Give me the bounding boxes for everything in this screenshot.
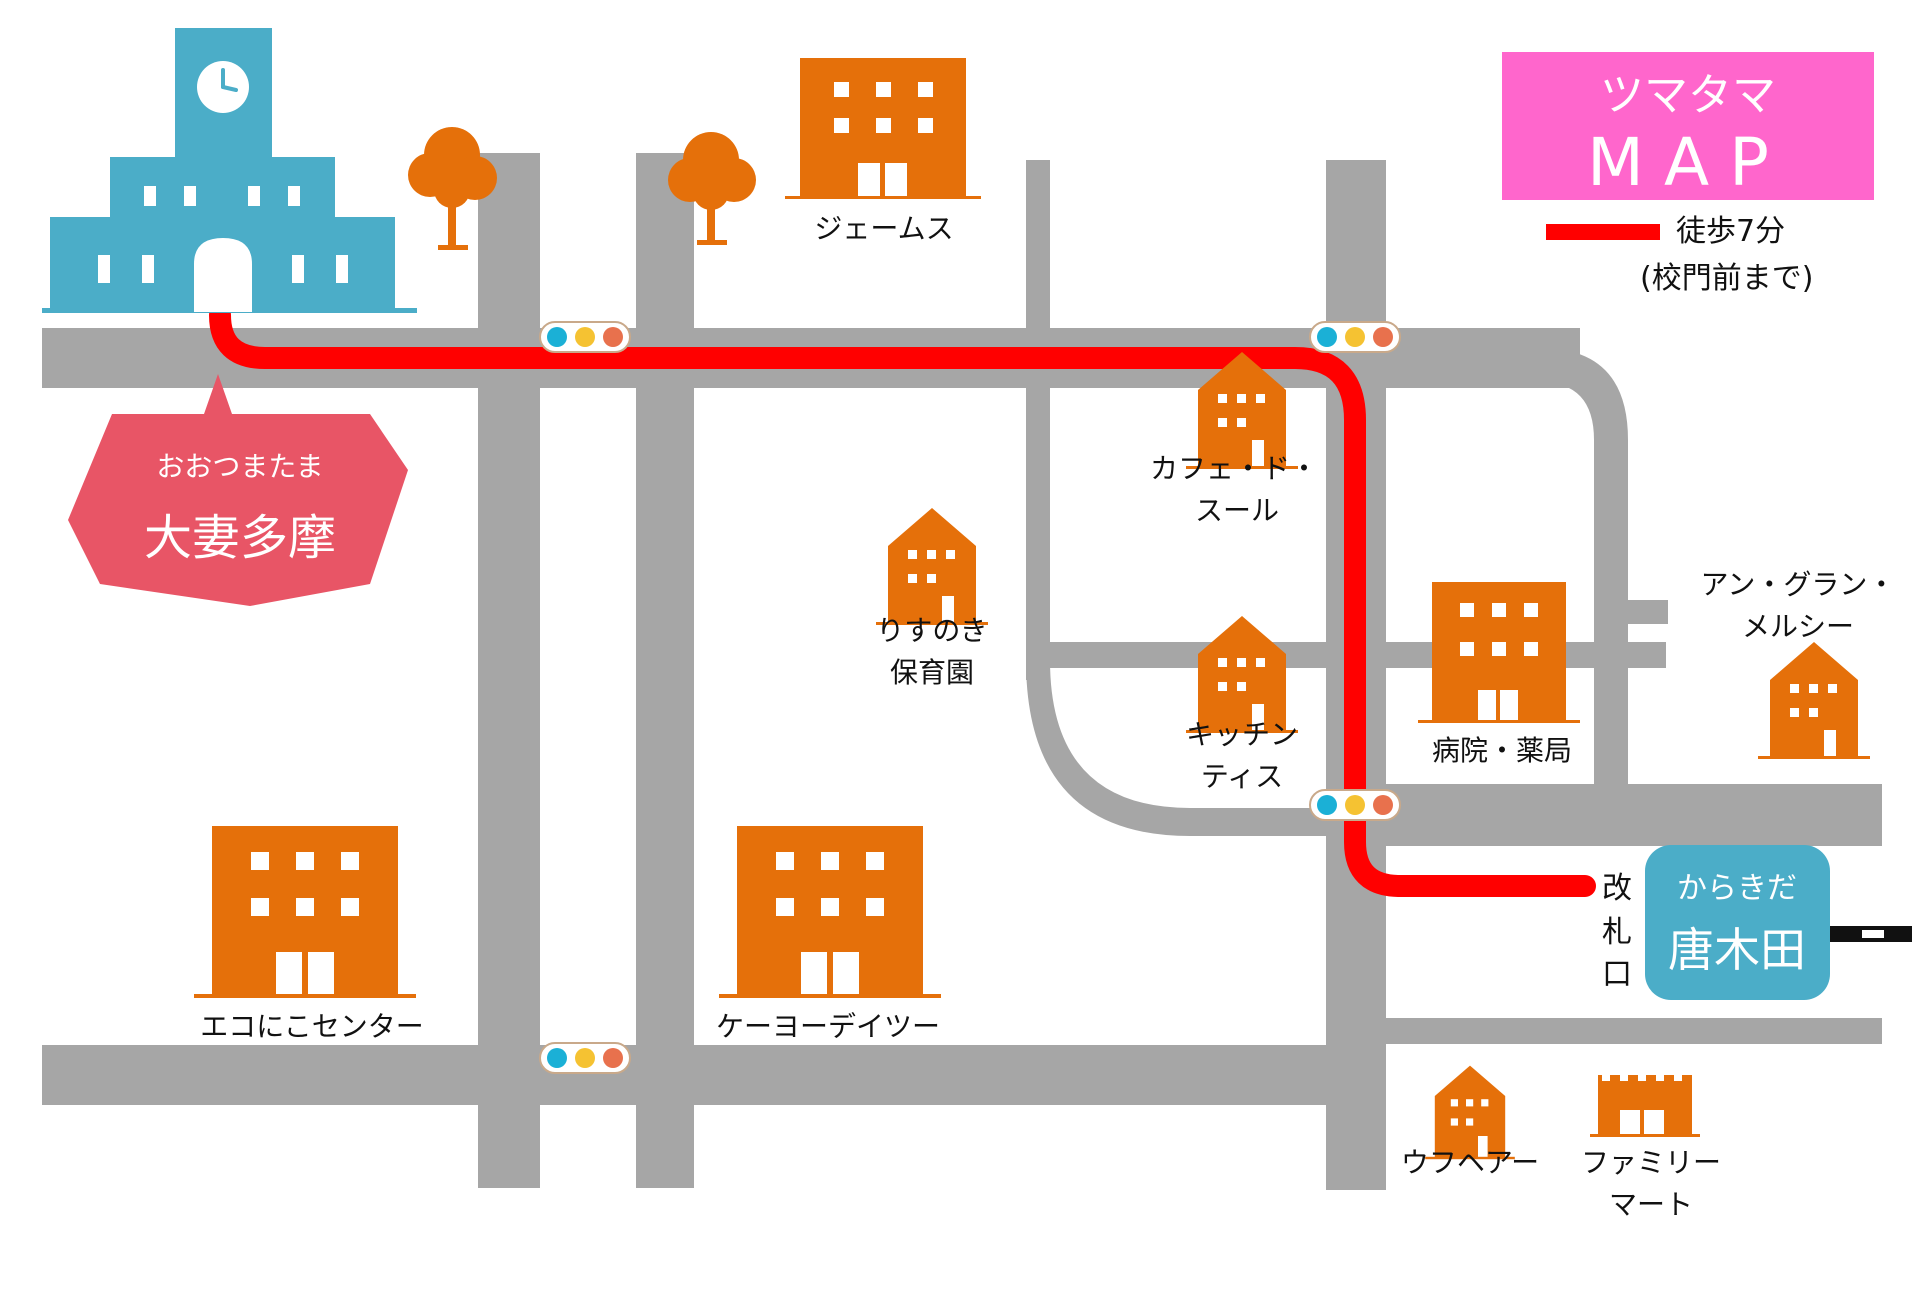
station-reading: からきだ bbox=[1677, 871, 1797, 906]
gate-char-2: 札 bbox=[1602, 915, 1632, 950]
road-stub bbox=[1628, 600, 1668, 624]
label-cafe-1: カフェ・ド・ bbox=[1150, 452, 1318, 485]
label-risunoki-2: 保育園 bbox=[890, 656, 974, 689]
label-risunoki-1: りすのき bbox=[876, 614, 987, 647]
label-eco: エコにこセンター bbox=[200, 1010, 423, 1043]
ticket-gate-label: 改 札 口 bbox=[1602, 871, 1632, 992]
label-angran-1: アン・グラン・ bbox=[1701, 568, 1896, 601]
label-ufu: ウフヘアー bbox=[1401, 1146, 1539, 1179]
route-legend-swatch bbox=[1546, 224, 1660, 240]
building-icon bbox=[1418, 582, 1580, 723]
label-family-2: マート bbox=[1609, 1188, 1693, 1221]
gate-char-3: 口 bbox=[1602, 957, 1632, 992]
traffic-light-icon bbox=[539, 1042, 631, 1074]
map-title-line1: ツマタマ bbox=[1600, 70, 1776, 121]
label-hospital: 病院・薬局 bbox=[1432, 734, 1572, 767]
road-curve-sw bbox=[1026, 660, 1326, 836]
road-v3 bbox=[1026, 160, 1050, 680]
road-station bbox=[1386, 784, 1882, 846]
school-label-bubble: おおつまたま 大妻多摩 bbox=[68, 374, 408, 606]
railway-icon bbox=[1830, 926, 1912, 942]
road-v2 bbox=[636, 153, 694, 1188]
school-reading: おおつまたま bbox=[156, 450, 323, 483]
school-name: 大妻多摩 bbox=[144, 510, 336, 566]
label-angran-2: メルシー bbox=[1742, 610, 1854, 643]
building-icon bbox=[719, 826, 941, 998]
station-sign: からきだ 唐木田 bbox=[1645, 845, 1830, 1000]
legend-time: 徒歩7分 bbox=[1676, 214, 1785, 249]
road-v1 bbox=[478, 153, 540, 1188]
tree-icon bbox=[668, 132, 756, 245]
house-icon bbox=[876, 508, 988, 625]
building-icon bbox=[194, 826, 416, 998]
tree-icon bbox=[408, 127, 497, 250]
road-south bbox=[1386, 1018, 1882, 1044]
road-curve-east bbox=[1440, 348, 1628, 790]
label-family-1: ファミリー bbox=[1581, 1146, 1721, 1179]
building-icon bbox=[1590, 1075, 1700, 1137]
route-legend: 徒歩7分 (校門前まで) bbox=[1546, 214, 1813, 296]
house-icon bbox=[1186, 616, 1298, 733]
traffic-light-icon bbox=[1309, 321, 1401, 353]
road-bottom bbox=[42, 1045, 1386, 1105]
legend-note: (校門前まで) bbox=[1640, 261, 1813, 296]
walking-route bbox=[209, 304, 1596, 897]
gate-char-1: 改 bbox=[1602, 871, 1632, 906]
station-name: 唐木田 bbox=[1668, 923, 1806, 977]
building-icon bbox=[785, 58, 981, 199]
house-icon bbox=[1758, 642, 1870, 759]
school-building-icon bbox=[42, 28, 417, 313]
label-cafe-2: スール bbox=[1195, 494, 1279, 527]
label-kitchen-2: ティス bbox=[1201, 760, 1283, 793]
label-kitchen-1: キッチン bbox=[1186, 718, 1298, 751]
traffic-light-icon bbox=[1309, 789, 1401, 821]
label-james: ジェームス bbox=[814, 212, 953, 245]
map-title-box: ツマタマ MAP bbox=[1502, 52, 1874, 201]
place-labels: ジェームス カフェ・ド・ スール りすのき 保育園 キッチン ティス 病院・薬局… bbox=[200, 212, 1895, 1221]
traffic-light-icon bbox=[539, 321, 631, 353]
label-keiyo: ケーヨーデイツー bbox=[716, 1010, 940, 1043]
map-title-line2: MAP bbox=[1587, 124, 1789, 201]
